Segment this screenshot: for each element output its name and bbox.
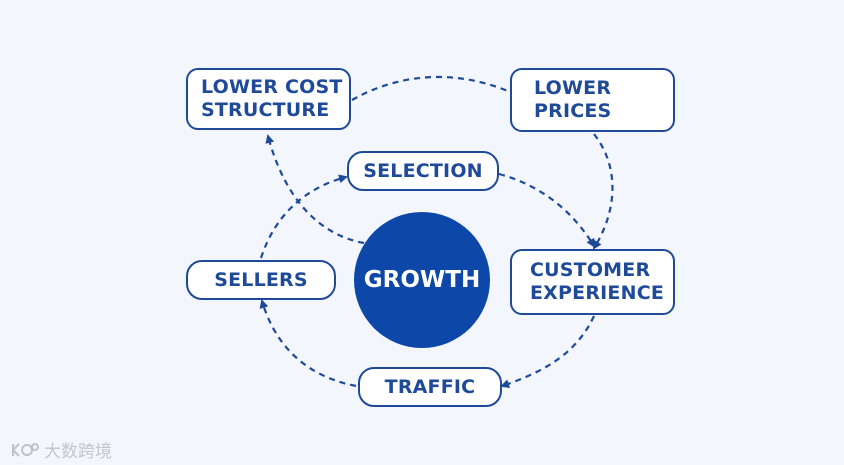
watermark-text: 大数跨境 [44,442,112,462]
node-label: CUSTOMER EXPERIENCE [530,259,665,304]
watermark: 大数跨境 [10,437,112,462]
node-label: LOWER COST STRUCTURE [201,76,343,121]
node-lower-cost-structure: LOWER COST STRUCTURE [186,68,351,130]
arrow-growth-to-cost [265,134,365,245]
arrow-cost-to-prices [351,75,521,101]
node-lower-prices: LOWER PRICES [510,68,675,132]
node-label: SELECTION [363,159,483,182]
node-customer-experience: CUSTOMER EXPERIENCE [510,249,675,315]
node-label: TRAFFIC [384,375,476,398]
growth-center-circle: GROWTH [354,212,490,348]
node-sellers: SELLERS [186,260,336,300]
node-traffic: TRAFFIC [358,367,502,407]
arrow-selection-to-experience [498,172,596,248]
arrow-traffic-to-sellers [259,299,357,388]
arrow-sellers-to-selection [259,174,348,259]
kc-logo-icon [12,442,39,457]
arrow-experience-to-traffic [500,315,595,389]
growth-label: GROWTH [363,267,481,293]
node-label: LOWER PRICES [534,77,612,122]
arrow-prices-to-experience [592,133,614,250]
node-selection: SELECTION [347,151,499,191]
node-label: SELLERS [214,268,308,291]
